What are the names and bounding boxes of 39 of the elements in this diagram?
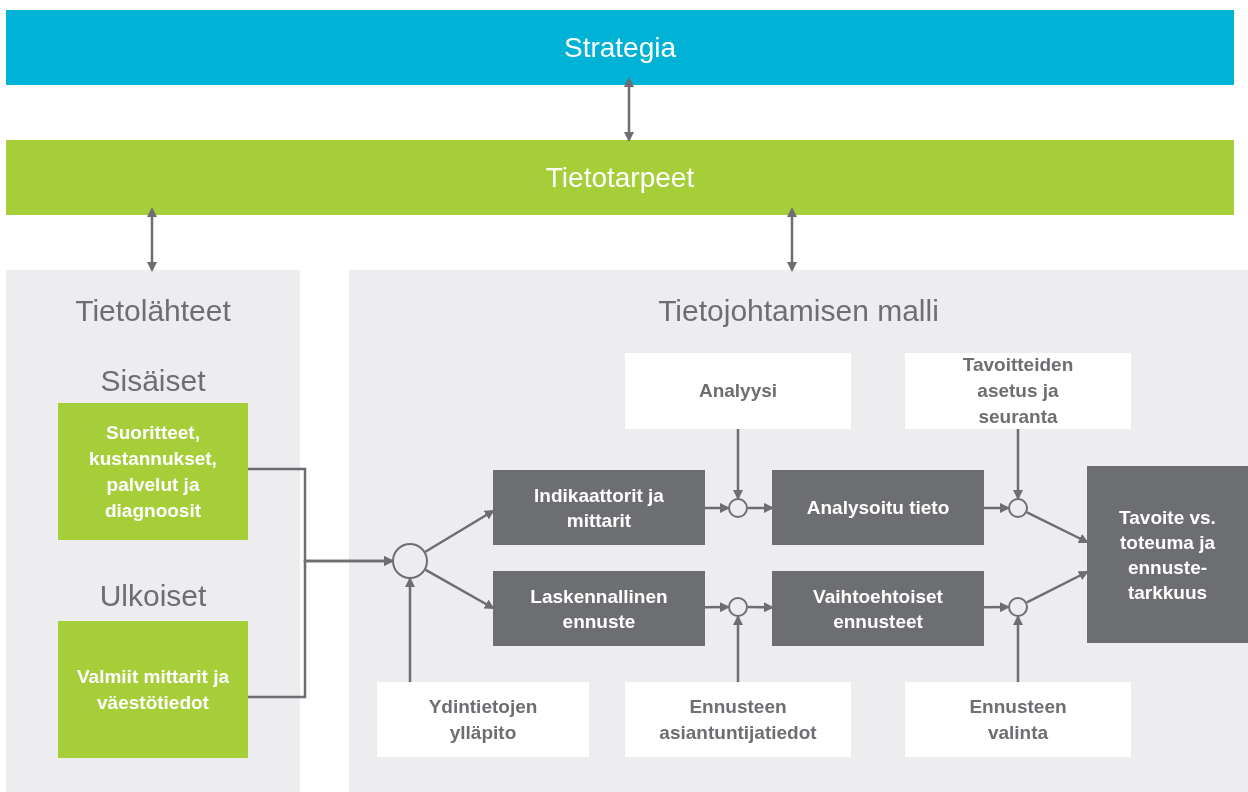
result-box: Tavoite vs. toteuma ja ennuste-tarkkuus: [1087, 466, 1248, 643]
arrow: [1026, 570, 1089, 604]
process-box: Laskennallinen ennuste: [493, 571, 705, 646]
arrow: [705, 602, 730, 613]
arrow: [748, 602, 774, 613]
strategy-band: Strategia: [6, 10, 1234, 85]
group-heading: Ulkoiset: [99, 578, 207, 614]
arrow: [984, 602, 1010, 613]
input-box: Ennusteen asiantuntijatiedot: [625, 682, 851, 757]
panel-heading: Tietojohtamisen malli: [658, 293, 939, 329]
input-box: Ennusteen valinta: [905, 682, 1131, 757]
arrow: [424, 509, 495, 553]
arrow: [733, 615, 743, 682]
arrow: [248, 556, 394, 699]
panel-heading: Tietolähteet: [75, 293, 231, 329]
group-heading: Sisäiset: [100, 363, 206, 399]
sources-panel: [6, 270, 300, 792]
arrow: [705, 502, 730, 513]
input-box: Tavoitteiden asetus ja seuranta: [905, 353, 1131, 429]
arrow: [425, 568, 495, 610]
needs-band: Tietotarpeet: [6, 140, 1234, 215]
arrow: [984, 502, 1010, 513]
arrow: [748, 502, 774, 513]
arrow: [624, 77, 634, 142]
arrow: [787, 207, 797, 272]
arrow: [147, 207, 157, 272]
arrow: [733, 429, 743, 500]
input-box: Analyysi: [625, 353, 851, 429]
arrow: [1013, 429, 1023, 500]
source-box: Valmiit mittarit ja väestötiedot: [58, 621, 248, 758]
process-box: Indikaattorit ja mittarit: [493, 470, 705, 545]
input-box: Ydintietojen ylläpito: [377, 682, 589, 757]
source-box: Suoritteet, kustannukset, palvelut ja diagnoosit: [58, 403, 248, 540]
arrow: [1013, 615, 1023, 682]
arrow: [1026, 511, 1089, 544]
process-box: Vaihtoehtoiset ennusteet: [772, 571, 984, 646]
arrow: [405, 577, 415, 682]
process-box: Analysoitu tieto: [772, 470, 984, 545]
model-panel: [349, 270, 1248, 792]
